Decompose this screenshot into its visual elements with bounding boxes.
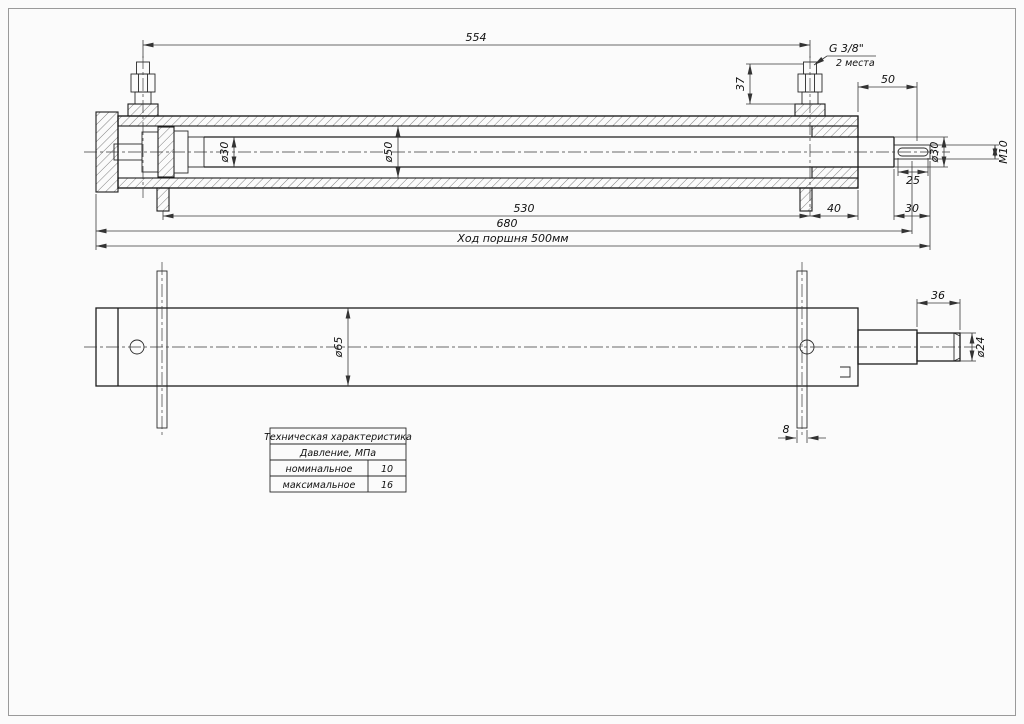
outline-view: ø65 36 ø24 8 — [84, 262, 987, 443]
dim-tip-thread: M10 — [930, 140, 1010, 164]
table-title: Техническая характеристика — [264, 432, 412, 443]
gland-top — [811, 125, 859, 138]
dim-bore-diameter: ø50 — [382, 126, 401, 178]
lug-left — [156, 187, 170, 212]
dim-rod-extension: 50 — [857, 73, 918, 141]
dim-label-dia24: ø24 — [974, 337, 987, 359]
barrel-wall-top — [117, 115, 859, 127]
dim-label-25: 25 — [906, 174, 920, 187]
dim-label-37: 37 — [734, 77, 747, 91]
dim-body-diameter: ø65 — [332, 308, 351, 386]
dim-label-dia30-left: ø30 — [218, 142, 231, 164]
spec-table: Техническая характеристика Давление, МПа… — [264, 427, 412, 493]
dim-label-50: 50 — [881, 73, 895, 86]
dim-overall-length: 680 — [95, 161, 913, 250]
dim-label-680: 680 — [497, 217, 518, 230]
dim-tip-diameter: ø24 — [960, 332, 987, 362]
detail-mark — [840, 366, 851, 378]
table-row-label: максимальное — [283, 480, 356, 491]
tip-chamfer-edge — [953, 332, 961, 337]
barrel-wall-bottom — [117, 177, 859, 189]
cylinder-section-geometry — [95, 61, 931, 212]
cylinder-outline-geometry — [95, 270, 961, 429]
dim-label-554: 554 — [466, 31, 487, 44]
dim-label-40: 40 — [827, 202, 841, 215]
table-row-value: 10 — [381, 464, 393, 475]
dim-port-height: 37 — [734, 63, 803, 105]
section-view: 554 G 3/8" 2 места 37 50 — [84, 31, 1010, 250]
tip-chamfer-edge — [953, 357, 961, 362]
dim-label-m10: M10 — [997, 140, 1010, 164]
dim-label-8: 8 — [783, 423, 790, 436]
dim-label-stroke: Ход поршня 500мм — [456, 232, 568, 245]
dim-rod-diameter-left: ø30 — [218, 137, 237, 167]
dim-piston-stroke: Ход поршня 500мм — [96, 232, 930, 249]
thread-spec-label: G 3/8" — [829, 42, 864, 55]
dim-tip-length: 36 — [916, 289, 961, 330]
dim-label-dia30-right: ø30 — [928, 142, 941, 164]
dim-label-dia65: ø65 — [332, 337, 345, 359]
outline-dimensions: ø65 36 ø24 8 — [332, 289, 987, 443]
dim-label-dia50: ø50 — [382, 142, 395, 164]
section-dimensions: 554 G 3/8" 2 места 37 50 — [95, 31, 1010, 250]
dim-gland-length: 40 — [810, 190, 859, 220]
dim-rod-diameter-right: ø30 — [894, 136, 948, 168]
dim-pin-width: 8 — [778, 423, 826, 443]
lug-right — [799, 187, 813, 212]
dim-barrel-length: 530 — [162, 202, 810, 220]
table-row-value: 16 — [381, 480, 393, 491]
gland-bottom — [811, 166, 859, 179]
dim-label-36: 36 — [931, 289, 945, 302]
sheet-border — [8, 8, 1016, 716]
callout-port-thread: G 3/8" 2 места — [813, 42, 876, 69]
dim-port-spacing: 554 — [142, 31, 811, 58]
thread-places-label: 2 места — [836, 58, 875, 69]
dim-label-530: 530 — [514, 202, 535, 215]
table-subtitle: Давление, МПа — [299, 448, 376, 459]
table-row-label: номинальное — [286, 464, 353, 475]
dim-slot-length: 25 — [897, 158, 929, 187]
